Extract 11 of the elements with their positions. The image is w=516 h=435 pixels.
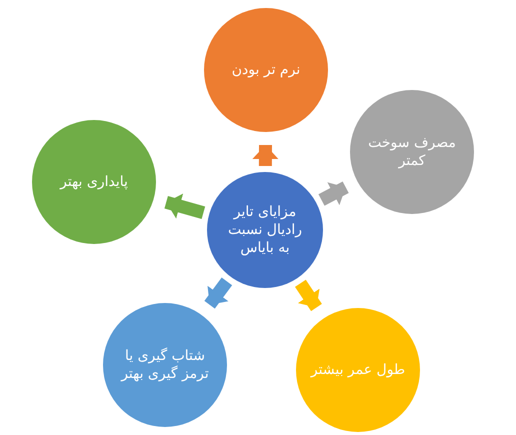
circle-label: پایداری بهتر (58, 172, 129, 192)
circle-label: طول عمر بیشتر (309, 360, 406, 380)
arrow (294, 280, 322, 312)
circle-label: مصرف سوخت کمتر (367, 134, 457, 170)
circle-label: نرم تر بودن (230, 60, 302, 80)
arrow (252, 144, 278, 166)
arrow (204, 278, 232, 309)
arrow (164, 194, 206, 219)
circle-label: شتاب گیری یا ترمز گیری بهتر (120, 346, 210, 384)
arrow (318, 181, 349, 206)
circle-label: مزایای تایر رادیال نسبت به بایاس (226, 202, 304, 258)
